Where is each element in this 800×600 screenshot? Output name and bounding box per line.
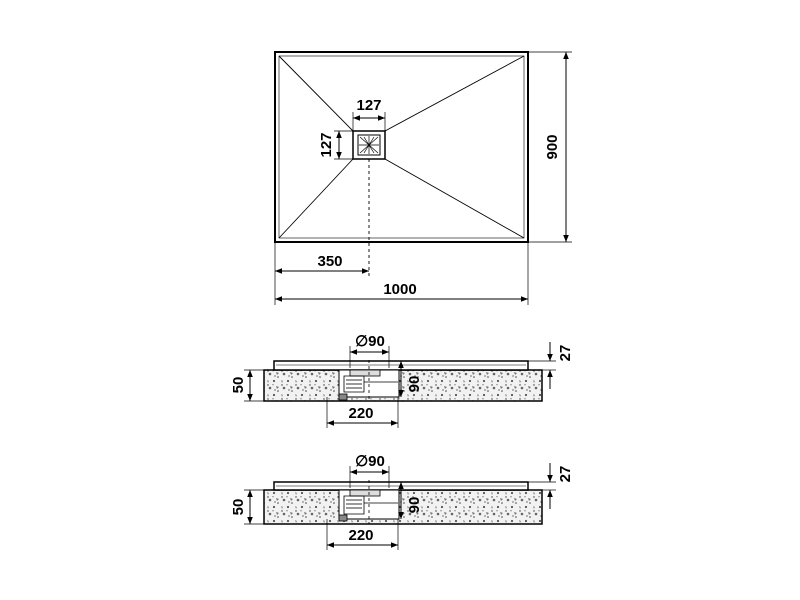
- drain-depth-label: 90: [406, 497, 423, 514]
- bed-height-label: 50: [230, 377, 247, 394]
- tray-inner-outline: [278, 55, 525, 239]
- drain-width-label: 127: [356, 97, 381, 114]
- overall-height-label: 900: [544, 134, 561, 159]
- siphon-icon: [338, 489, 398, 522]
- drain-offset-label: 350: [317, 253, 342, 270]
- tray-outline: [274, 51, 529, 243]
- tray-height-label: 27: [557, 345, 574, 362]
- plan-view: 127 127 900 350 1000: [274, 51, 572, 305]
- section-view-1: ∅90 50 27 90 220: [230, 333, 574, 428]
- drain-height-label: 127: [318, 132, 335, 157]
- drain-grate-icon: [359, 136, 379, 154]
- bed-height-label: 50: [230, 499, 247, 516]
- trap-width-label: 220: [348, 405, 373, 422]
- tray-height-label: 27: [557, 466, 574, 483]
- siphon-icon: [338, 369, 398, 401]
- drain-depth-label: 90: [406, 376, 423, 393]
- trap-width-label: 220: [348, 527, 373, 544]
- overall-width-label: 1000: [383, 281, 416, 298]
- slope-lines: [278, 55, 525, 239]
- pipe-diameter-label: ∅90: [355, 453, 385, 470]
- section-view-2: ∅90 50 27 90 220: [230, 453, 574, 550]
- gravel-bed: [263, 489, 543, 525]
- pipe-diameter-label: ∅90: [355, 333, 385, 350]
- gravel-bed: [263, 369, 543, 402]
